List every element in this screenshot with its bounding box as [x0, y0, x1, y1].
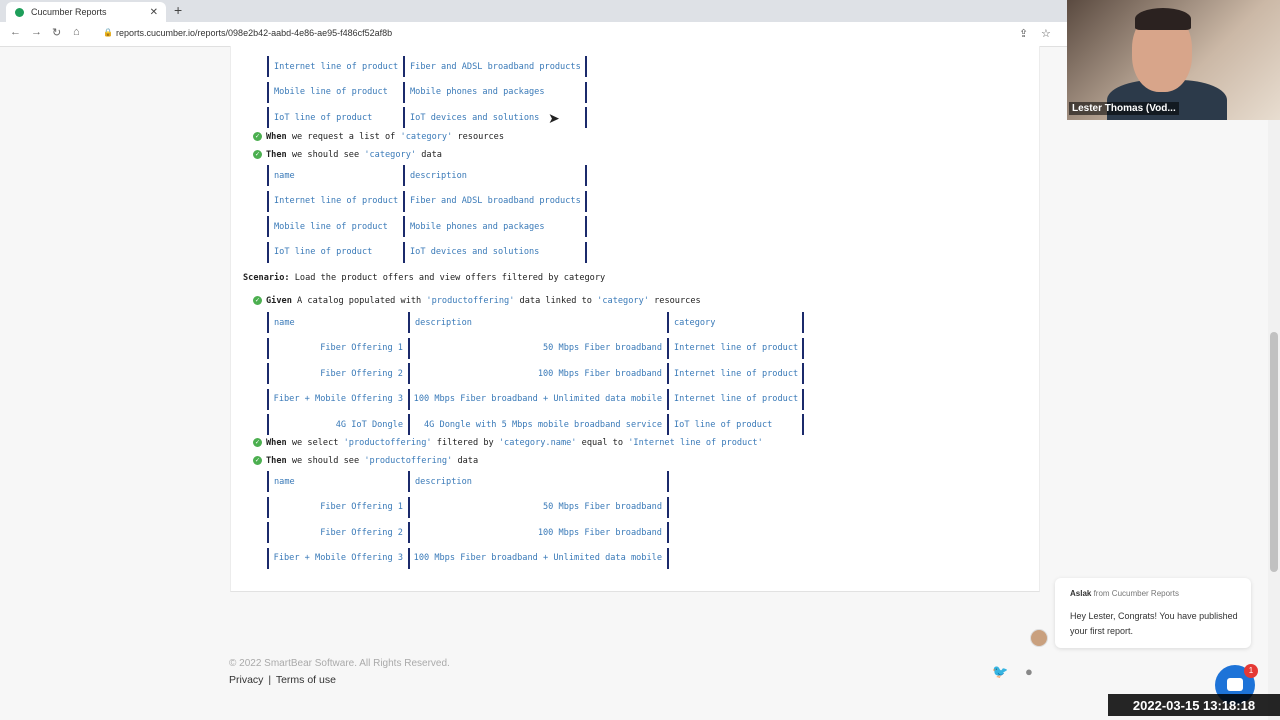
table-cell: IoT line of product: [267, 241, 403, 263]
chat-unread-badge: 1: [1244, 664, 1258, 678]
table-cell: Fiber + Mobile Offering 3: [267, 388, 408, 410]
recording-timestamp: 2022-03-15 13:18:18: [1108, 694, 1280, 716]
table-cell: 100 Mbps Fiber broadband + Unlimited dat…: [408, 547, 667, 569]
github-icon[interactable]: ●: [1025, 664, 1033, 679]
table-cell: 100 Mbps Fiber broadband: [408, 522, 667, 543]
table-cell: Mobile line of product: [267, 216, 403, 237]
table-cell: 4G Dongle with 5 Mbps mobile broadband s…: [408, 414, 667, 435]
reload-icon[interactable]: ↻: [52, 27, 62, 39]
tab-title: Cucumber Reports: [31, 7, 107, 17]
new-tab-icon[interactable]: +: [174, 2, 183, 18]
footer-links: Privacy | Terms of use: [229, 674, 336, 686]
table-cell: Fiber and ADSL broadband products: [403, 56, 585, 77]
table-cell: 4G IoT Dongle: [267, 414, 408, 435]
url-field[interactable]: reports.cucumber.io/reports/098e2b42-aab…: [116, 28, 393, 38]
forward-icon[interactable]: →: [31, 26, 42, 38]
step-passed-icon: ✓: [253, 132, 262, 141]
step-then-see-category: ✓Then we should see 'category' data: [253, 150, 442, 160]
table-cell: Internet line of product: [267, 56, 403, 77]
table-header-cell: description: [408, 312, 667, 333]
step-passed-icon: ✓: [253, 456, 262, 465]
table-cell: Fiber Offering 2: [267, 522, 408, 543]
table-cell: Internet line of product: [667, 388, 802, 410]
scenario-title: Scenario: Load the product offers and vi…: [243, 273, 606, 283]
table-cell: Internet line of product: [667, 363, 802, 384]
address-bar: ← → ↻ ⌂ 🔒 reports.cucumber.io/reports/09…: [0, 22, 1067, 47]
tab-close-icon[interactable]: ✕: [149, 6, 158, 18]
step-passed-icon: ✓: [253, 438, 262, 447]
chat-icon: [1227, 678, 1243, 691]
table-cell: Mobile phones and packages: [403, 81, 585, 103]
chat-message-text: Hey Lester, Congrats! You have published…: [1070, 611, 1238, 636]
footer-copyright: © 2022 SmartBear Software. All Rights Re…: [229, 658, 450, 669]
table-cell: IoT devices and solutions: [403, 107, 585, 128]
step-passed-icon: ✓: [253, 150, 262, 159]
browser-tab[interactable]: Cucumber Reports ✕: [6, 2, 166, 22]
report-content: Internet line of product Fiber and ADSL …: [230, 46, 1040, 592]
cucumber-favicon-icon: [15, 7, 24, 17]
table-header-cell: description: [408, 471, 667, 492]
footer-separator: |: [268, 674, 272, 686]
support-avatar: [1030, 629, 1048, 647]
table-cell: Fiber Offering 1: [267, 496, 408, 518]
mouse-cursor-icon: ➤: [548, 110, 560, 126]
privacy-link[interactable]: Privacy: [229, 674, 264, 686]
step-when-request-category: ✓When we request a list of 'category' re…: [253, 132, 504, 142]
table-cell: IoT devices and solutions: [403, 241, 585, 263]
bookmark-star-icon[interactable]: ☆: [1041, 28, 1051, 40]
table-cell: Internet line of product: [267, 190, 403, 212]
browser-tab-bar: Cucumber Reports ✕ +: [0, 0, 1067, 22]
table-cell: Internet line of product: [667, 337, 802, 359]
back-icon[interactable]: ←: [10, 26, 21, 38]
table-header-cell: name: [267, 471, 408, 492]
table-cell: 100 Mbps Fiber broadband: [408, 363, 667, 384]
table-cell: Fiber Offering 1: [267, 337, 408, 359]
table-cell: 50 Mbps Fiber broadband: [408, 337, 667, 359]
table-cell: Fiber + Mobile Offering 3: [267, 547, 408, 569]
step-then-see-productoffering: ✓Then we should see 'productoffering' da…: [253, 456, 478, 466]
twitter-icon[interactable]: 🐦: [992, 664, 1009, 679]
lock-icon[interactable]: 🔒: [103, 28, 113, 37]
table-cell: IoT line of product: [667, 414, 802, 435]
chat-message-bubble[interactable]: Aslak from Cucumber Reports Hey Lester, …: [1055, 578, 1251, 648]
table-header-cell: category: [667, 312, 802, 333]
chat-sender: Aslak from Cucumber Reports: [1070, 589, 1179, 598]
page-scrollbar-thumb[interactable]: [1270, 332, 1278, 572]
step-when-select-filtered: ✓When we select 'productoffering' filter…: [253, 438, 763, 448]
step-passed-icon: ✓: [253, 296, 262, 305]
participant-name: Lester Thomas (Vod...: [1069, 102, 1179, 115]
video-call-overlay: Lester Thomas (Vod...: [1067, 0, 1280, 120]
home-icon[interactable]: ⌂: [73, 26, 80, 38]
table-header-cell: description: [403, 165, 585, 186]
table-cell: Fiber Offering 2: [267, 363, 408, 384]
table-cell: Mobile line of product: [267, 81, 403, 103]
table-header-cell: name: [267, 312, 408, 333]
table-cell: 100 Mbps Fiber broadband + Unlimited dat…: [408, 388, 667, 410]
table-cell: 50 Mbps Fiber broadband: [408, 496, 667, 518]
table-header-cell: name: [267, 165, 403, 186]
terms-of-use-link[interactable]: Terms of use: [275, 674, 336, 686]
share-icon[interactable]: ⇪: [1019, 28, 1029, 40]
step-given-catalog: ✓Given A catalog populated with 'product…: [253, 296, 701, 306]
table-cell: IoT line of product: [267, 107, 403, 128]
table-cell: Mobile phones and packages: [403, 216, 585, 237]
table-cell: Fiber and ADSL broadband products: [403, 190, 585, 212]
